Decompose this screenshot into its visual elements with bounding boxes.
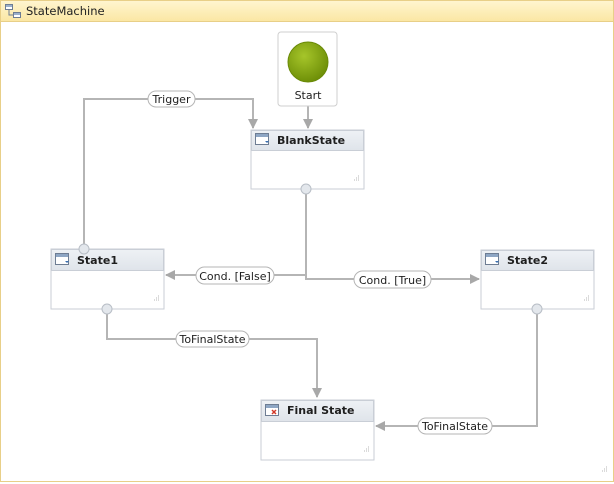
state-icon — [55, 253, 69, 265]
state-icon — [255, 133, 269, 145]
final-state-icon — [265, 404, 279, 416]
transition-label-text: Cond. [True] — [359, 274, 426, 287]
state-state1-label: State1 — [77, 254, 118, 267]
designer-title: StateMachine — [26, 4, 105, 18]
transition-label-text: Cond. [False] — [199, 270, 271, 283]
resize-grip-icon[interactable] — [154, 295, 159, 301]
state-final-label: Final State — [287, 404, 354, 417]
start-node[interactable]: Start — [277, 31, 338, 107]
state-icon — [485, 253, 499, 265]
state-state1[interactable]: State1 — [50, 243, 165, 315]
transition-label-to-final-1[interactable]: ToFinalState — [175, 330, 250, 348]
start-label: Start — [295, 89, 323, 102]
resize-grip-icon[interactable] — [364, 446, 369, 452]
transition-cond-false[interactable] — [165, 189, 307, 280]
connection-point[interactable] — [300, 183, 312, 195]
start-circle — [287, 41, 329, 83]
connection-point[interactable] — [101, 303, 113, 315]
resize-grip-icon[interactable] — [354, 175, 359, 181]
transition-label-trigger[interactable]: Trigger — [147, 90, 196, 108]
state-blankstate[interactable]: BlankState — [250, 129, 365, 195]
state-machine-canvas[interactable]: Start BlankState — [1, 22, 613, 481]
state-state2-label: State2 — [507, 254, 548, 267]
transition-label-text: ToFinalState — [421, 420, 488, 433]
transition-label-text: Trigger — [152, 93, 191, 106]
transition-label-to-final-2[interactable]: ToFinalState — [417, 417, 493, 435]
connection-point[interactable] — [531, 303, 543, 315]
diagram-svg: Start BlankState — [50, 31, 607, 472]
transition-label-cond-false[interactable]: Cond. [False] — [195, 266, 275, 285]
designer-resize-grip-icon[interactable] — [602, 466, 607, 472]
state-machine-icon — [5, 4, 21, 18]
state-state2[interactable]: State2 — [480, 249, 595, 315]
state-blankstate-label: BlankState — [277, 134, 345, 147]
connection-point[interactable] — [78, 243, 90, 255]
designer-title-bar[interactable]: StateMachine — [1, 1, 613, 22]
resize-grip-icon[interactable] — [584, 295, 589, 301]
transition-to-final-1[interactable] — [106, 309, 322, 398]
transition-label-cond-true[interactable]: Cond. [True] — [353, 270, 432, 289]
transition-trigger[interactable] — [83, 98, 258, 249]
transition-to-final-2[interactable] — [375, 309, 538, 431]
transition-label-text: ToFinalState — [178, 333, 245, 346]
state-final[interactable]: Final State — [260, 399, 375, 461]
